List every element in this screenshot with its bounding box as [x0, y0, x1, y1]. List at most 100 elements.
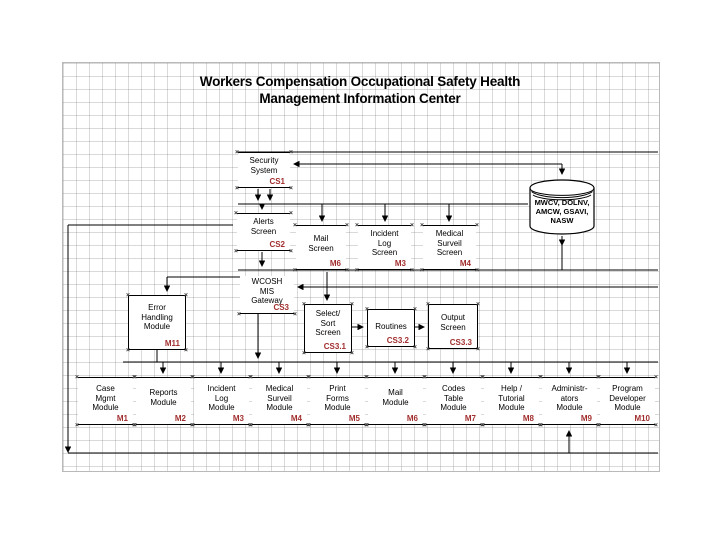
node-text-line: Module [150, 397, 177, 407]
node-text-line: Codes [441, 384, 466, 393]
node-text-line: Error [148, 303, 166, 312]
node-text-line: Alerts [253, 217, 274, 226]
node-code-label: M3 [394, 259, 406, 268]
node-code-label: M1 [116, 414, 128, 423]
node-text-line: Screen [315, 328, 341, 337]
node-text-line: Module [440, 403, 467, 412]
node-text-line: Routines [375, 322, 407, 331]
node-text-line: Help / [501, 384, 522, 393]
node-text-line: MIS [259, 286, 275, 296]
node-text-line: Handling [141, 312, 173, 322]
node-code-label: CS2 [269, 240, 285, 249]
node-code-label: M10 [634, 414, 650, 423]
node-text-line: Mail [313, 234, 329, 243]
node-code-label: M6 [329, 259, 341, 268]
node-text-line: Module [498, 403, 525, 412]
node-text-line: Administr- [551, 384, 588, 393]
cylinder-shape [529, 179, 595, 235]
database-label-line: AMCW, GSAVI, [535, 207, 589, 216]
node-code-label: M8 [522, 414, 534, 423]
title-line-2: Management Information Center [259, 91, 461, 106]
node-text-line: Print [329, 384, 346, 393]
node-code-label: CS3.3 [449, 338, 472, 347]
database-label-line: MWCV, DOLNV, [534, 198, 590, 207]
node-text-line: WCOSH [251, 277, 283, 286]
node-code-label: M7 [464, 414, 476, 423]
node-text-line: Program [612, 384, 643, 393]
node-text-line: Sort [320, 318, 336, 328]
node-text-line: Module [324, 403, 351, 412]
node-text-line: System [250, 165, 278, 175]
node-text-line: Forms [326, 393, 349, 403]
node-text-line: Log [377, 238, 392, 248]
node-text-line: Module [143, 322, 171, 331]
node-text-line: Screen [308, 243, 334, 253]
node-text-line: Security [249, 156, 279, 165]
node-code-label: CS3.2 [386, 336, 409, 345]
diagram-title: Workers Compensation Occupational Safety… [62, 73, 658, 107]
node-text-line: Developer [609, 393, 646, 403]
node-text-line: Module [614, 403, 641, 412]
node-text-line: Module [208, 403, 235, 412]
node-code-label: M9 [580, 414, 592, 423]
node-text-line: Case [96, 384, 115, 393]
node-text-line: Screen [436, 248, 463, 257]
node-text-line: Mail [388, 388, 403, 397]
node-text-line: Table [443, 393, 464, 403]
node-text-line: Medical [435, 229, 464, 238]
node-text-line: Module [266, 403, 293, 412]
node-code-label: M2 [174, 414, 186, 423]
node-code-label: M5 [348, 414, 360, 423]
node-code-label: M11 [164, 339, 180, 348]
node-text-line: Output [440, 313, 465, 322]
node-code-label: M3 [232, 414, 244, 423]
node-text-line: Log [214, 393, 229, 403]
node-text-line: Tutorial [498, 393, 525, 403]
node-text-line: Incident [370, 229, 399, 238]
node-text-line: Select/ [315, 309, 341, 318]
node-text-line: Module [382, 397, 409, 407]
node-text-line: Mgmt [95, 393, 116, 403]
node-text-line: Screen [250, 226, 277, 236]
node-text-line: Screen [371, 248, 398, 257]
node-code-label: CS1 [269, 177, 285, 186]
node-code-label: M6 [406, 414, 418, 423]
node-text-line: Module [92, 403, 119, 412]
database-cylinder: MWCV, DOLNV, AMCW, GSAVI, NASW [528, 178, 596, 236]
database-label: MWCV, DOLNV, AMCW, GSAVI, NASW [528, 198, 596, 225]
node-text-line: Surveil [267, 393, 292, 403]
node-text-line: Surveil [437, 238, 462, 248]
node-code-label: M4 [290, 414, 302, 423]
node-text-line: Incident [207, 384, 236, 393]
node-code-label: CS3.1 [323, 342, 346, 351]
node-text-line: Reports [149, 388, 178, 397]
title-line-1: Workers Compensation Occupational Safety… [199, 74, 521, 89]
node-text-line: Screen [440, 322, 466, 332]
node-text-line: Module [556, 403, 583, 412]
node-code-label: CS3 [273, 303, 289, 312]
node-text-line: ators [560, 393, 579, 403]
node-text-line: Medical [265, 384, 294, 393]
